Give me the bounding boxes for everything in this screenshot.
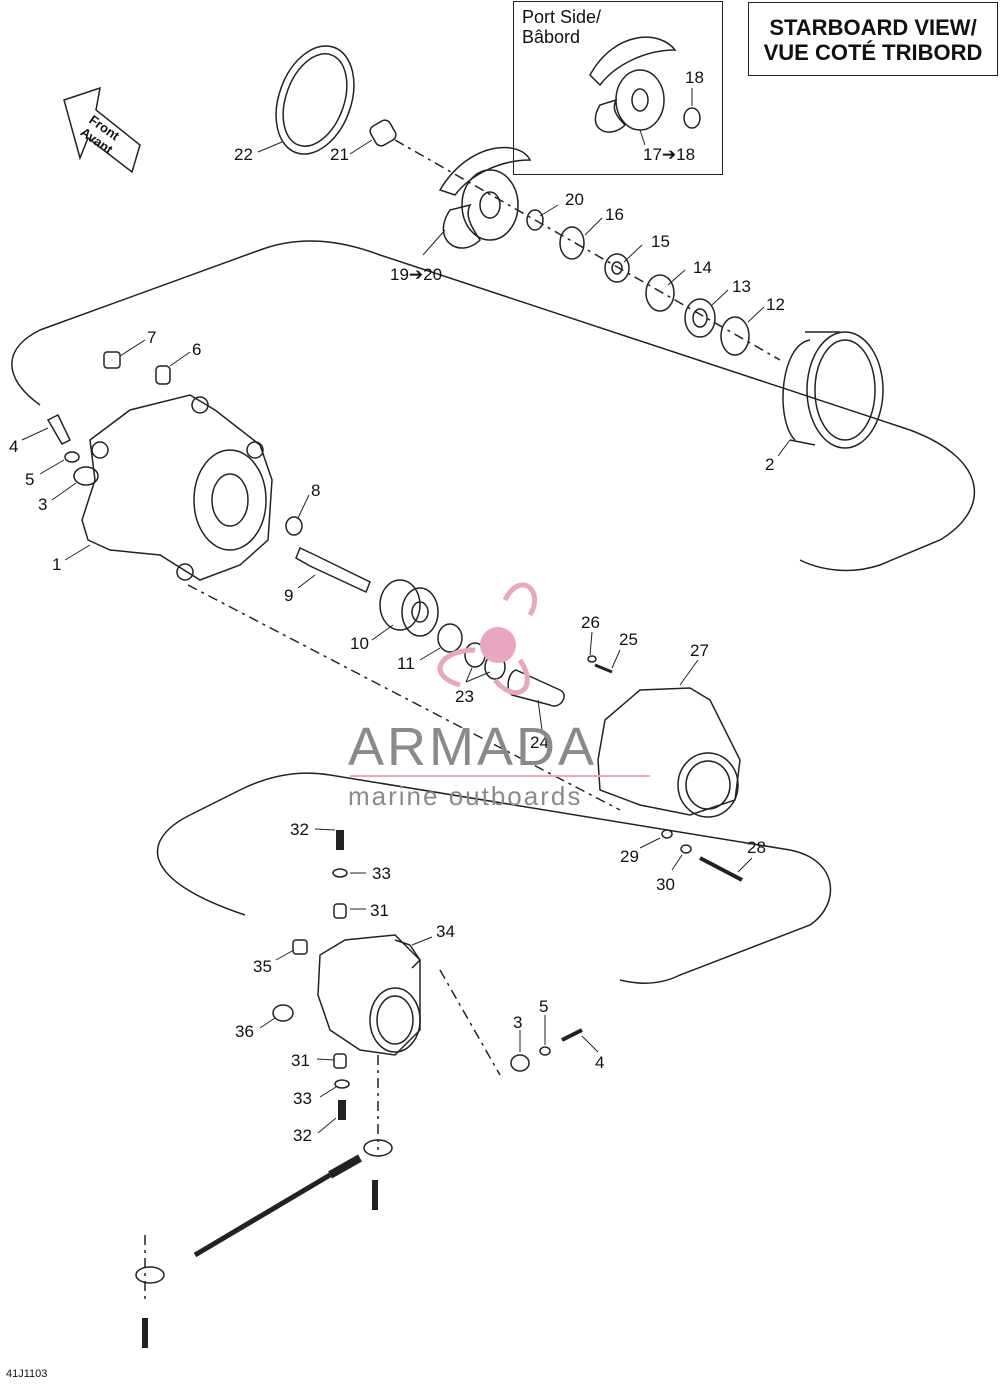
callout-34: 34 <box>436 922 455 941</box>
seal-8 <box>285 516 303 536</box>
callout-7: 7 <box>147 328 156 347</box>
callout-28: 28 <box>747 838 766 857</box>
callout-4: 4 <box>9 437 18 456</box>
callout-26: 26 <box>581 613 600 632</box>
callout-23: 23 <box>455 687 474 706</box>
callout-31-top: 31 <box>370 901 389 920</box>
watermark-logo <box>437 582 538 695</box>
plate-36 <box>272 1004 294 1022</box>
callout-27: 27 <box>690 641 709 660</box>
view-title-box: STARBOARD VIEW/ VUE COTÉ TRIBORD <box>748 2 998 76</box>
front-arrow-icon <box>63 86 141 174</box>
callout-24: 24 <box>530 733 549 752</box>
washer-30 <box>680 844 692 854</box>
callout-10: 10 <box>350 634 369 653</box>
callout-36: 36 <box>235 1022 254 1041</box>
port-side-line2: Bâbord <box>522 27 581 47</box>
bushing-31a <box>333 903 347 919</box>
callout-4-lower: 4 <box>595 1053 604 1072</box>
view-title-line1: STARBOARD VIEW/ <box>769 15 977 40</box>
assembly-bracket-lower <box>156 772 832 985</box>
bushing-31b <box>333 1053 347 1069</box>
bushing-21 <box>369 119 397 147</box>
callout-5-lower: 5 <box>539 997 548 1016</box>
ring-22 <box>275 45 355 155</box>
callout-32-top: 32 <box>290 820 309 839</box>
callout-20: 20 <box>565 190 584 209</box>
grommet-3 <box>73 466 99 486</box>
nozzle-34 <box>317 934 421 1056</box>
callout-19-20: 19➔20 <box>390 265 442 284</box>
callout-9: 9 <box>284 586 293 605</box>
screw-4 <box>46 413 71 445</box>
plug-7 <box>103 351 121 369</box>
callout-32-bottom: 32 <box>293 1126 312 1145</box>
port-side-label: Port Side/ Bâbord <box>522 7 601 47</box>
callout-5: 5 <box>25 470 34 489</box>
callout-14: 14 <box>693 258 712 277</box>
bearing-10 <box>379 579 439 637</box>
o-ring-12 <box>720 316 750 356</box>
callout-13: 13 <box>732 277 751 296</box>
callout-25: 25 <box>619 630 638 649</box>
callout-15: 15 <box>651 232 670 251</box>
callout-3-lower: 3 <box>513 1013 522 1032</box>
assembly-bracket-upper <box>11 240 976 572</box>
diagram-part-number: 41J1103 <box>6 1368 48 1380</box>
screw-4-lower <box>561 1028 583 1042</box>
washer-33b <box>334 1079 350 1089</box>
washer-29 <box>661 829 673 839</box>
screw-25 <box>594 663 613 674</box>
washer-15 <box>604 253 630 283</box>
steering-linkage <box>135 1055 393 1348</box>
watermark-tagline: marine outboards <box>348 781 583 811</box>
port-side-line1: Port Side/ <box>522 7 602 27</box>
watermark-divider <box>350 775 650 777</box>
ring-14 <box>645 274 675 312</box>
ring-16 <box>559 226 585 260</box>
callout-1: 1 <box>52 555 61 574</box>
nut-11 <box>437 623 463 653</box>
pump-housing-1 <box>81 394 273 581</box>
washer-5-lower <box>539 1046 551 1056</box>
wear-ring-2 <box>782 331 884 449</box>
callout-22: 22 <box>234 145 253 164</box>
callout-33-top: 33 <box>372 864 391 883</box>
bushing-35 <box>292 939 308 955</box>
callout-16: 16 <box>605 205 624 224</box>
washer-5 <box>64 451 80 463</box>
bearing-13 <box>684 298 716 338</box>
callout-33-bottom: 33 <box>293 1089 312 1108</box>
callout-35: 35 <box>253 957 272 976</box>
grommet-3-lower <box>510 1054 530 1072</box>
screw-28 <box>699 856 743 882</box>
port-side-inset: Port Side/ Bâbord <box>513 1 723 175</box>
callout-31-bottom: 31 <box>291 1051 310 1070</box>
callout-30: 30 <box>656 875 675 894</box>
view-title-line2: VUE COTÉ TRIBORD <box>763 40 983 65</box>
callout-11: 11 <box>397 654 415 673</box>
callout-labels: 22 21 19➔20 20 16 15 14 13 12 18 17➔18 2… <box>9 68 785 1145</box>
callout-8: 8 <box>311 481 320 500</box>
callout-18: 18 <box>685 68 704 87</box>
watermark-brand: ARMADA <box>348 717 598 777</box>
callout-29: 29 <box>620 847 639 866</box>
washer-26 <box>587 655 597 663</box>
o-ring-18 <box>683 107 701 129</box>
callout-12: 12 <box>766 295 785 314</box>
o-ring-20 <box>526 209 544 231</box>
bushing-6 <box>155 365 171 385</box>
callout-21: 21 <box>330 145 349 164</box>
shaft-9 <box>295 546 371 594</box>
washer-33a <box>332 868 348 878</box>
callout-2: 2 <box>765 455 774 474</box>
callout-6: 6 <box>192 340 201 359</box>
cap-24 <box>507 669 565 707</box>
callout-17-18: 17➔18 <box>643 145 695 164</box>
venturi-27 <box>597 687 741 818</box>
callout-3: 3 <box>38 495 47 514</box>
